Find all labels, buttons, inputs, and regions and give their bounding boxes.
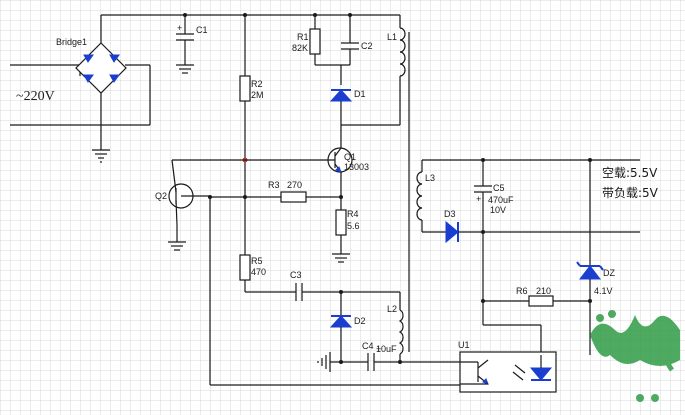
ac-input-lines — [10, 64, 151, 126]
load-voltage-note: 带负载:5V — [602, 186, 659, 200]
diode-d2-icon — [329, 292, 353, 362]
inductor-l1 — [341, 15, 410, 352]
l3-label: L3 — [425, 173, 435, 183]
no-load-voltage-note: 空载:5.5V — [602, 166, 658, 180]
bridge-label: Bridge1 — [56, 37, 87, 47]
r6-value: 210 — [536, 286, 551, 296]
d2-label: D2 — [354, 316, 366, 326]
r1-value: 82K — [292, 43, 308, 53]
c3-label: C3 — [290, 270, 302, 280]
l1-label: L1 — [387, 32, 397, 42]
resistor-r5 — [239, 254, 400, 301]
d3-label: D3 — [444, 209, 456, 219]
inductor-l3 — [416, 159, 640, 233]
c5-value-capacitance: 470uF — [488, 195, 514, 205]
resistor-r4 — [332, 209, 350, 263]
r1-label: R1 — [297, 32, 309, 42]
c4-value: 10uF — [376, 344, 397, 354]
bridge-rectifier — [75, 15, 127, 150]
snubber-r1-c2 — [309, 15, 359, 85]
r3-value: 270 — [287, 180, 302, 190]
capacitor-c1: + — [176, 15, 194, 74]
r3-label: R3 — [268, 180, 280, 190]
r2-value: 2M — [251, 90, 264, 100]
capacitor-c4: + — [330, 344, 460, 371]
c1-label: C1 — [196, 25, 208, 35]
transistor-q2-icon — [168, 159, 245, 251]
r4-value: 5.6 — [347, 221, 360, 231]
r5-label: R5 — [251, 256, 263, 266]
c4-label: C4 — [362, 341, 374, 351]
d1-label: D1 — [354, 89, 366, 99]
q1-value: 13003 — [344, 162, 369, 172]
diode-d3-icon — [445, 220, 640, 244]
svg-text:+: + — [177, 23, 182, 33]
diode-d1-icon — [329, 89, 353, 143]
r6-label: R6 — [516, 286, 528, 296]
inductor-l2 — [398, 292, 404, 362]
ac-voltage-label: ~220V — [16, 89, 55, 104]
svg-text:+: + — [376, 344, 381, 354]
r2-label: R2 — [251, 79, 263, 89]
u1-label: U1 — [458, 340, 470, 350]
dz-label: DZ — [603, 268, 615, 278]
c5-value-voltage: 10V — [490, 205, 506, 215]
dz-value: 4.1V — [594, 286, 613, 296]
r4-label: R4 — [347, 209, 359, 219]
q2-label: Q2 — [155, 191, 167, 201]
ground-c4-icon — [317, 352, 331, 372]
transistor-q1-icon — [245, 143, 353, 210]
c2-label: C2 — [361, 41, 373, 51]
resistor-r6 — [483, 295, 590, 355]
zener-dz-icon — [576, 160, 604, 355]
ground-bridge-icon — [92, 149, 110, 163]
svg-text:+: + — [476, 194, 481, 204]
l2-label: L2 — [387, 304, 397, 314]
c5-label: C5 — [493, 183, 505, 193]
resistor-r2 — [239, 15, 251, 255]
resistor-r3 — [210, 191, 341, 203]
r5-value: 470 — [251, 267, 266, 277]
optocoupler-u1-icon — [459, 351, 557, 393]
logo-watermark-icon — [590, 310, 680, 402]
q1-label: Q1 — [344, 152, 356, 162]
